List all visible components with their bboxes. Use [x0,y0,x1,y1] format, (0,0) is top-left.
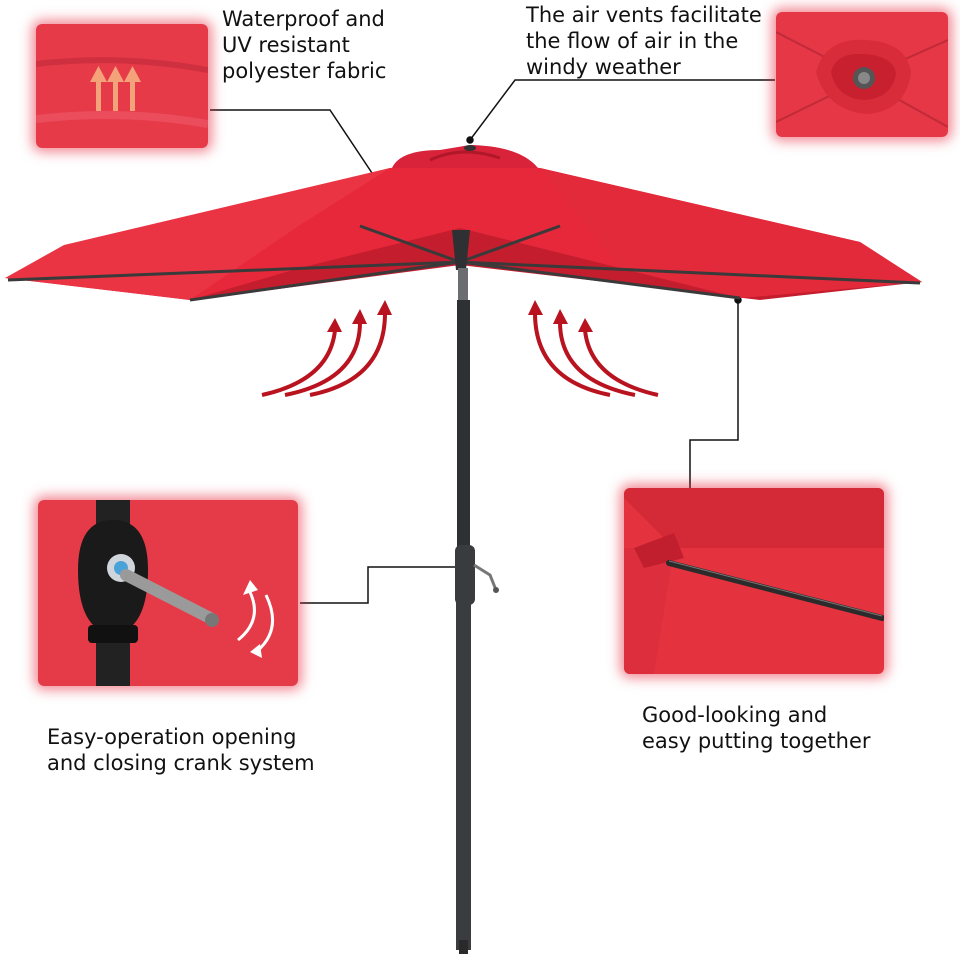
crank-detail-image [38,500,298,686]
fabric-detail-image [36,24,208,148]
vents-caption: The air vents facilitate the flow of air… [526,3,762,79]
crank-caption: Easy-operation opening and closing crank… [47,725,315,775]
umbrella-canopy [5,145,922,302]
fabric-detail-panel [36,24,208,148]
assembly-caption: Good-looking and easy putting together [642,703,871,753]
crank-detail-panel [38,500,298,686]
rotate-arrows-icon [237,591,274,654]
assembly-detail-image [624,488,884,674]
umbrella-pole [455,268,499,954]
airflow-arrows-right [533,312,659,397]
assembly-detail-panel [624,488,884,674]
airflow-arrows-left [261,312,387,397]
leader-lines [210,79,775,604]
assembly-leader-line [689,300,739,488]
fabric-caption: Waterproof and UV resistant polyester fa… [222,7,387,83]
vent-detail-image [776,12,948,137]
fabric-leader-line [210,109,379,183]
vent-detail-panel [776,12,948,137]
upward-arrows-icon [90,66,141,111]
vents-leader-line [469,79,775,141]
crank-leader-line [300,566,455,604]
